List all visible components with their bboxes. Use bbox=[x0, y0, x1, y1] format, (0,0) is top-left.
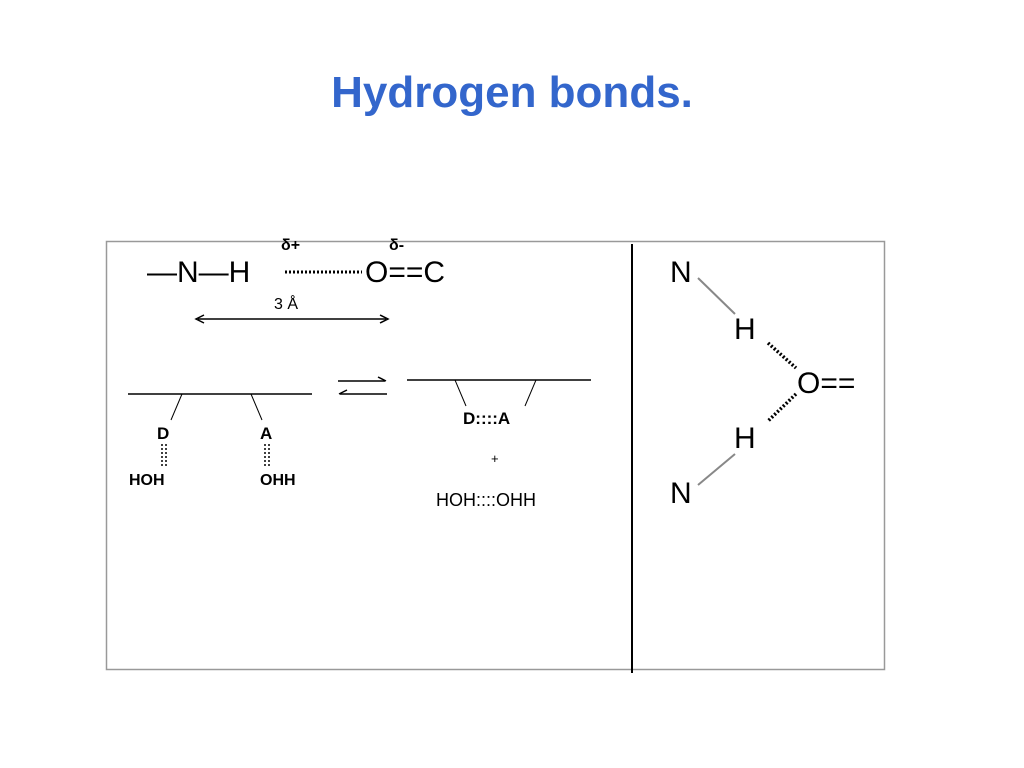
hydrogen-top-label: H bbox=[734, 313, 756, 346]
hbond-dots-bottom bbox=[766, 392, 798, 423]
distance-arrow bbox=[194, 314, 390, 324]
delta-plus-label: δ+ bbox=[281, 237, 300, 254]
equilibrium-arrows bbox=[338, 376, 387, 395]
nitrogen-top-label: N bbox=[670, 256, 692, 289]
left-water-acceptor-label: OHH bbox=[260, 472, 296, 489]
left-backbone bbox=[128, 393, 312, 421]
right-backbone bbox=[407, 379, 591, 407]
left-water-bonds bbox=[161, 444, 270, 468]
nh-bond-top bbox=[697, 277, 736, 315]
delta-minus-label: δ- bbox=[389, 237, 404, 254]
hbond-dots-top bbox=[766, 341, 798, 370]
left-acceptor-label: A bbox=[260, 424, 272, 443]
water-pair-label: HOH::::OHH bbox=[436, 490, 536, 510]
left-water-donor-label: HOH bbox=[129, 472, 165, 489]
hydrogen-bottom-label: H bbox=[734, 422, 756, 455]
distance-label: 3 Å bbox=[274, 294, 298, 313]
acceptor-group-label: O==C bbox=[365, 256, 445, 289]
left-donor-label: D bbox=[157, 424, 169, 443]
slide-title: Hydrogen bonds. bbox=[331, 68, 693, 117]
donor-group-label: —N—H bbox=[147, 256, 250, 289]
nh-bond-bottom bbox=[697, 453, 736, 486]
plus-sign: + bbox=[491, 451, 499, 466]
oxygen-label: O== bbox=[797, 367, 855, 400]
diagram-frame bbox=[105, 240, 886, 671]
paired-donor-acceptor-label: D::::A bbox=[463, 409, 510, 428]
nitrogen-bottom-label: N bbox=[670, 477, 692, 510]
